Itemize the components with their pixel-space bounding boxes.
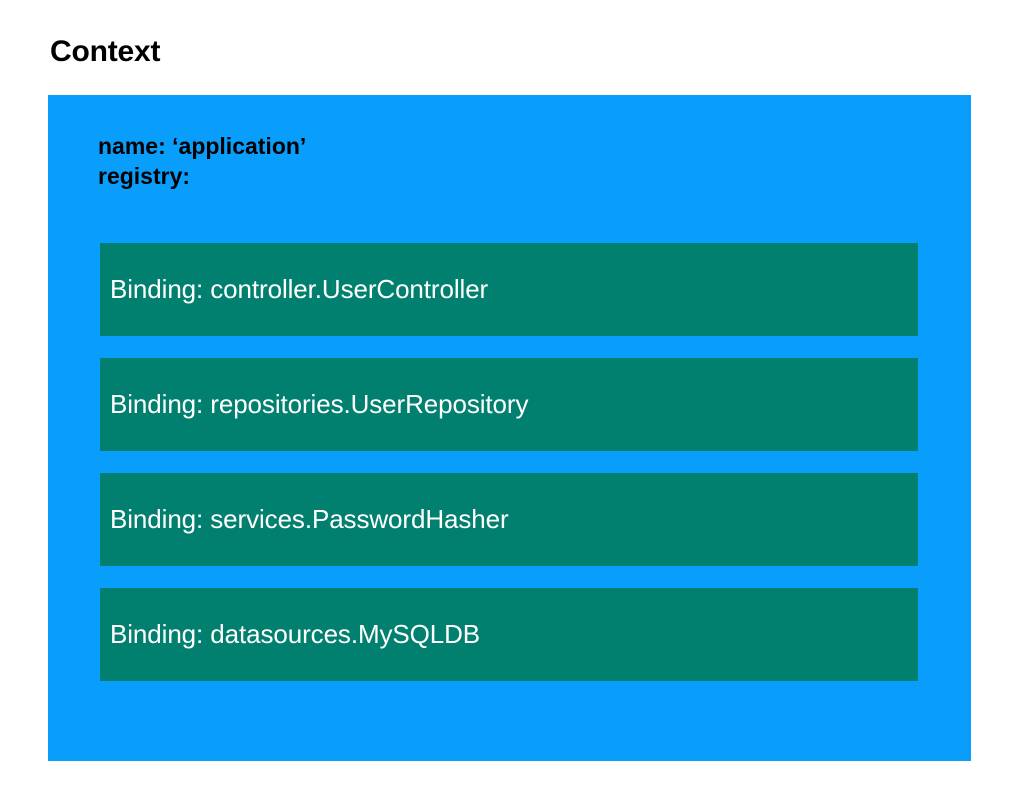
binding-item[interactable]: Binding: services.PasswordHasher [100, 473, 918, 566]
binding-label: Binding: datasources.MySQLDB [110, 619, 481, 649]
binding-item[interactable]: Binding: controller.UserController [100, 243, 918, 336]
context-name-property: name: ‘application’ [98, 133, 307, 159]
binding-item[interactable]: Binding: datasources.MySQLDB [100, 588, 918, 681]
binding-label: Binding: repositories.UserRepository [110, 389, 529, 419]
binding-item[interactable]: Binding: repositories.UserRepository [100, 358, 918, 451]
page-title: Context [50, 35, 161, 68]
registry-list: Binding: controller.UserController Bindi… [100, 243, 918, 681]
binding-label: Binding: services.PasswordHasher [110, 504, 509, 534]
context-registry-property: registry: [98, 163, 191, 189]
context-properties: name: ‘application’ registry: [98, 131, 306, 191]
binding-label: Binding: controller.UserController [110, 274, 489, 304]
context-container: name: ‘application’ registry: Binding: c… [48, 95, 971, 761]
